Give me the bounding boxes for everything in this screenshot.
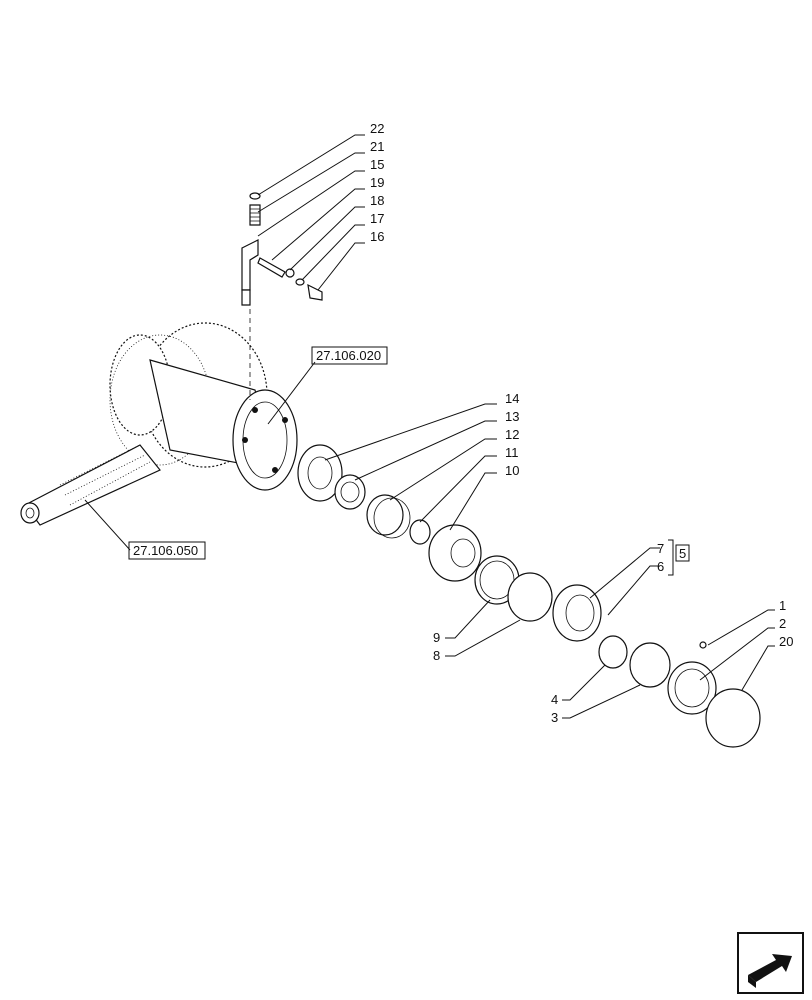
ref-box-top[interactable] [311, 346, 388, 365]
callout-20: 20 [779, 634, 793, 649]
next-page-arrow-icon[interactable] [737, 932, 804, 994]
callout-11: 11 [505, 445, 519, 460]
callout-18: 18 [370, 193, 384, 208]
callout-16: 16 [370, 229, 384, 244]
exploded-rings [297, 444, 761, 748]
callout-21: 21 [370, 139, 384, 154]
callout-19: 19 [370, 175, 384, 190]
callout-3: 3 [551, 710, 558, 725]
callout-9: 9 [433, 630, 440, 645]
ref-bottom-label: 27.106.050 [133, 543, 198, 558]
differential-assembly [109, 300, 298, 491]
callout-7: 7 [657, 541, 664, 556]
ref-box-bottom[interactable] [128, 541, 206, 560]
callout-10: 10 [505, 463, 519, 478]
splined-shaft [20, 444, 161, 526]
callout-6: 6 [657, 559, 664, 574]
callout-5: 5 [679, 546, 686, 561]
ref-top-label: 27.106.020 [316, 348, 381, 363]
callout-14: 14 [505, 391, 519, 406]
callout-labels: 22 21 15 19 18 17 16 14 13 12 11 10 9 8 … [370, 121, 793, 725]
selector-small-parts [241, 192, 323, 306]
reference-boxes: 27.106.020 27.106.050 [128, 346, 388, 560]
callout-17: 17 [370, 211, 384, 226]
callout-15: 15 [370, 157, 384, 172]
leader-lines [84, 134, 775, 719]
callout-13: 13 [505, 409, 519, 424]
callout-12: 12 [505, 427, 519, 442]
callout-22: 22 [370, 121, 384, 136]
callout-5-box [675, 544, 690, 562]
callout-1: 1 [779, 598, 786, 613]
callout-4: 4 [551, 692, 558, 707]
callout-2: 2 [779, 616, 786, 631]
callout-8: 8 [433, 648, 440, 663]
